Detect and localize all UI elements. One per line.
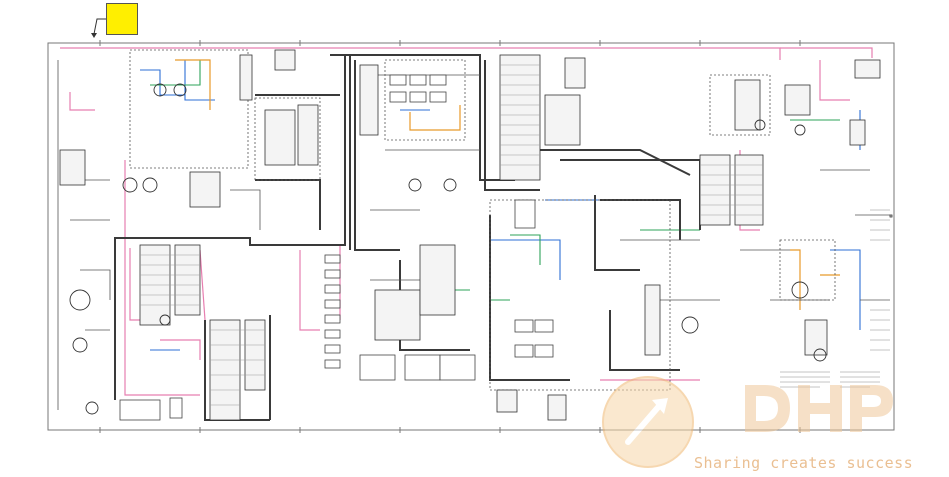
sub-panels <box>129 49 836 391</box>
connector-blocks <box>59 49 893 421</box>
orange-wires <box>175 59 840 310</box>
device-blocks <box>119 74 554 421</box>
components <box>69 83 827 415</box>
connector-pins <box>140 64 763 406</box>
watermark-logo-icon <box>602 376 893 468</box>
watermark-tagline: Sharing creates success <box>694 454 914 472</box>
leader-arrow-icon <box>91 18 106 38</box>
callout-marker-icon <box>106 3 138 35</box>
schematic-frame <box>47 42 895 431</box>
